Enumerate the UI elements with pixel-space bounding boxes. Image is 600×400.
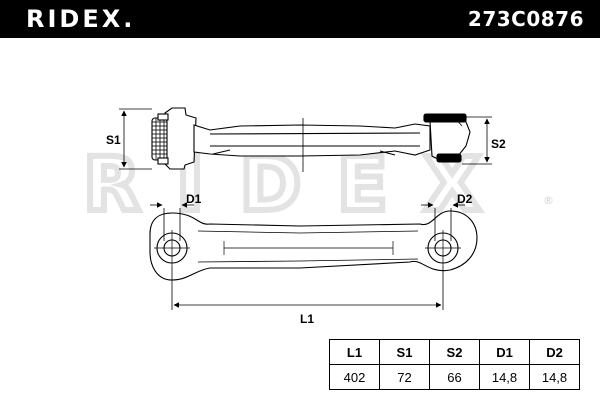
spec-table-value-row: 402 72 66 14,8 14,8: [329, 364, 580, 390]
part-number: 273C0876: [467, 7, 584, 31]
header-bar: RIDEX. 273C0876: [0, 0, 600, 38]
dimension-s2: S2: [462, 116, 506, 165]
spec-header-d1: D1: [479, 339, 530, 365]
watermark-registered: ®: [543, 194, 554, 207]
arm-body: [193, 123, 431, 157]
spec-header-l1: L1: [329, 339, 380, 365]
spec-header-d2: D2: [529, 339, 580, 365]
spec-value-s1: 72: [379, 364, 430, 390]
dimension-l1: L1: [171, 266, 444, 326]
spec-value-d2: 14,8: [529, 364, 580, 390]
spec-header-s1: S1: [379, 339, 430, 365]
spec-table: L1 S1 S2 D1 D2 402 72 66 14,8 14,8: [329, 339, 580, 390]
dimension-d2: D2: [421, 192, 473, 241]
dimension-label-d1: D1: [186, 192, 202, 206]
dimension-label-d2: D2: [457, 192, 473, 206]
dimension-label-s1: S1: [106, 133, 121, 147]
spec-table-header-row: L1 S1 S2 D1 D2: [329, 339, 580, 365]
right-bushing-top: [423, 113, 467, 123]
spec-value-d1: 14,8: [479, 364, 530, 390]
spec-value-s2: 66: [429, 364, 480, 390]
top-view: [149, 210, 478, 281]
left-mount-bracket: [163, 107, 197, 170]
dimension-d1: D1: [150, 192, 202, 241]
brand-logo: RIDEX.: [26, 5, 136, 33]
dimension-label-l1: L1: [300, 312, 314, 326]
dimension-label-s2: S2: [491, 137, 506, 151]
arm-outline-top: [149, 210, 478, 281]
side-view: [151, 107, 471, 172]
right-bushing-bottom: [436, 153, 462, 163]
spec-value-l1: 402: [329, 364, 380, 390]
technical-drawing: RIDEX ® S1: [80, 107, 554, 326]
spec-header-s2: S2: [429, 339, 480, 365]
dimension-s1: S1: [106, 108, 152, 170]
